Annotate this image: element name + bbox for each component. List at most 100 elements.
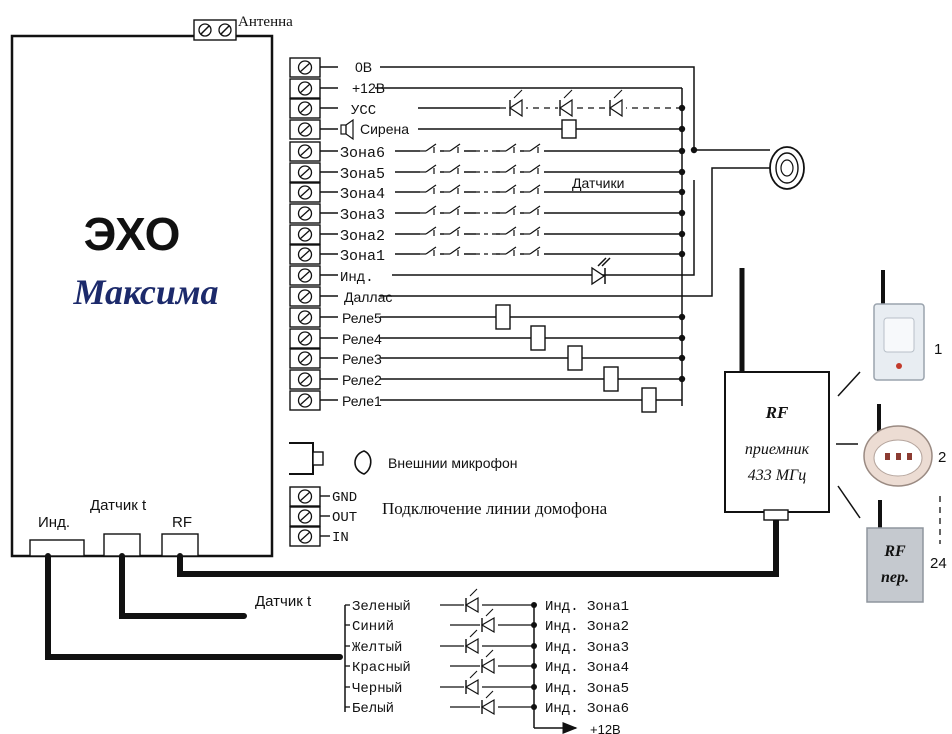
terminal-label-12v: +12В	[352, 80, 385, 96]
connector-rf	[161, 533, 199, 557]
contact-blade	[529, 246, 541, 255]
screw-head-icon	[297, 489, 313, 504]
device-1-index: 1	[934, 341, 942, 358]
terminal-wiring	[375, 66, 770, 406]
intercom-gnd-label: GND	[332, 490, 357, 506]
contact-blade	[529, 164, 541, 173]
rf-receiver	[724, 268, 830, 521]
led-ray	[469, 629, 478, 638]
junction-dot	[678, 313, 686, 321]
junction-dot	[678, 209, 686, 217]
contact-blade	[425, 205, 437, 214]
contact-blade	[505, 226, 517, 235]
screw-head-icon	[297, 509, 313, 524]
terminal-label-ucc: УСС	[351, 103, 376, 119]
zone-switches	[420, 143, 544, 257]
screw-head-icon	[297, 289, 313, 304]
screw-slot	[299, 103, 311, 114]
motion-sensor-icon	[873, 270, 925, 381]
diode-icon	[508, 98, 523, 118]
sensor-t-cable	[119, 553, 247, 619]
junction-dot	[678, 125, 686, 133]
device-24-line2: пер.	[881, 569, 909, 586]
contact-blade	[529, 205, 541, 214]
screw-slot	[299, 395, 311, 406]
screw-head-icon	[297, 206, 313, 221]
wire-color-red: Красный	[352, 659, 411, 676]
intercom-out-label: OUT	[332, 510, 357, 526]
junction-dot	[678, 375, 686, 383]
screw-head-icon	[297, 268, 313, 283]
contact-blade	[505, 205, 517, 214]
led-ray	[485, 608, 494, 617]
connector-sensor	[103, 533, 141, 557]
wire-color-blue: Синий	[352, 618, 394, 635]
contact-blade	[505, 184, 517, 193]
indicator-zone2: Инд. Зона2	[545, 619, 629, 635]
junction-dot	[678, 334, 686, 342]
screw-head-icon	[297, 227, 313, 242]
connector-sensor-label: Датчик t	[90, 497, 147, 514]
screw-slot	[299, 374, 311, 385]
indicator-zone6: Инд. Зона6	[545, 701, 629, 717]
terminal-label-relay3: Реле3	[342, 351, 382, 367]
screw-slot	[299, 167, 311, 178]
screw-head-icon	[297, 310, 313, 325]
screw-slot	[299, 312, 311, 323]
junction-dot	[690, 146, 698, 154]
screw-head-icon	[297, 393, 313, 408]
device-model: Максима	[72, 272, 218, 312]
indicator-harness	[345, 588, 537, 716]
junction-dot	[678, 188, 686, 196]
led-ray	[469, 670, 478, 679]
sensors-label: Датчики	[572, 175, 624, 191]
controller-box	[10, 34, 274, 558]
connector-ind-label: Инд.	[38, 514, 70, 531]
led-diode-icon	[464, 637, 479, 655]
rf-cable	[177, 517, 779, 577]
rf-receiver-title: RF	[765, 403, 789, 422]
led-ray	[613, 89, 623, 99]
junction-dot	[678, 147, 686, 155]
wire-color-black: Черный	[352, 680, 402, 697]
microphone-icon	[354, 450, 372, 475]
screw-head-icon	[297, 122, 313, 137]
led-diode-icon	[480, 616, 495, 634]
speaker-icon	[340, 118, 354, 141]
relay-coil	[603, 366, 619, 392]
screw-head-icon	[297, 529, 313, 544]
device-2-index: 2	[938, 449, 946, 466]
indicator-zone5: Инд. Зона5	[545, 681, 629, 697]
terminal-label-dallas: Даллас	[344, 289, 392, 305]
contact-blade	[425, 226, 437, 235]
contact-blade	[529, 143, 541, 152]
screw-head-icon	[297, 144, 313, 159]
rf-receiver-line2: приемник	[745, 441, 810, 458]
terminal-block	[289, 57, 338, 411]
bus-junctions	[678, 104, 698, 383]
terminal-label-0v: 0В	[355, 59, 372, 75]
screw-slot	[299, 511, 311, 522]
screw-slot	[299, 187, 311, 198]
terminal-label-relay1: Реле1	[342, 393, 382, 409]
indicator-zone3: Инд. Зона3	[545, 640, 629, 656]
contact-blade	[505, 246, 517, 255]
terminal-label-zone5: Зона5	[340, 166, 385, 183]
terminal-label-zone3: Зона3	[340, 207, 385, 224]
uss-diodes	[508, 89, 626, 118]
terminal-label-siren: Сирена	[360, 121, 409, 137]
contact-blade	[529, 184, 541, 193]
contact-blade	[425, 246, 437, 255]
screw-slot	[299, 270, 311, 281]
dallas-key-icon	[769, 146, 805, 190]
indicator-zone1: Инд. Зона1	[545, 599, 629, 615]
screw-slot	[299, 146, 311, 157]
external-mic-label: Внешнии микрофон	[388, 455, 518, 471]
screw-slot	[299, 208, 311, 219]
link-device-24	[837, 485, 861, 519]
terminal-label-zone4: Зона4	[340, 186, 385, 203]
antenna-terminal	[193, 19, 237, 41]
screw-slot	[299, 62, 311, 73]
relay-coil	[641, 387, 657, 413]
